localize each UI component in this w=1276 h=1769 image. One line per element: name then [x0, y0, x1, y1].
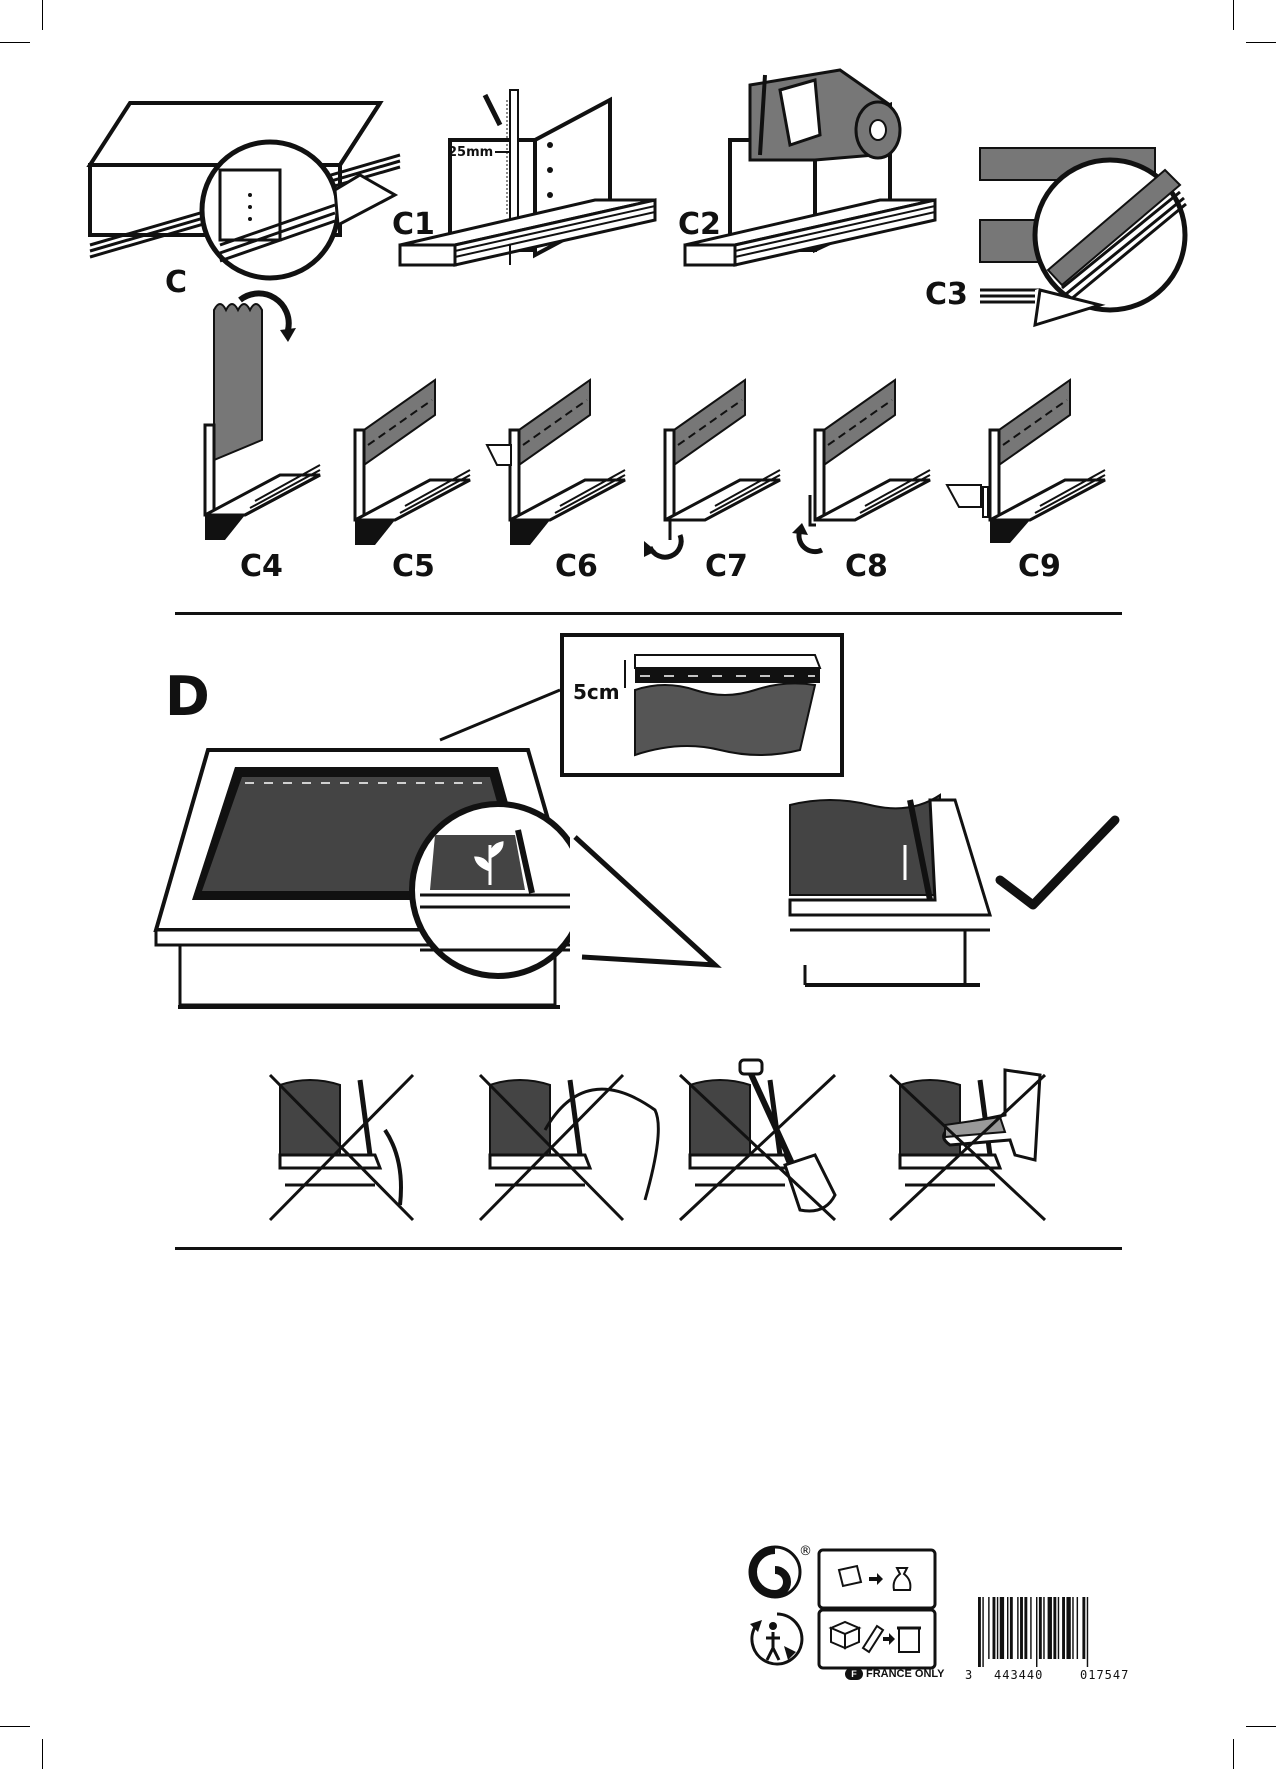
- step-c8-illustration: [790, 375, 940, 575]
- barcode-bar: [1036, 1597, 1037, 1667]
- step-c6-illustration: [485, 375, 635, 565]
- crop-mark: [1246, 42, 1276, 43]
- crop-mark: [1233, 1739, 1234, 1769]
- barcode-bar: [1058, 1597, 1059, 1659]
- barcode-bar: [978, 1597, 981, 1667]
- incorrect-example-overgrowth: [265, 1070, 425, 1225]
- step-label-c4: C4: [240, 552, 283, 582]
- barcode-bar: [1043, 1597, 1044, 1659]
- section-divider: [175, 1247, 1122, 1250]
- barcode-bar: [1048, 1597, 1052, 1659]
- depth-label: 5cm: [573, 682, 620, 702]
- france-only-text: FRANCE ONLY: [866, 1668, 944, 1680]
- barcode-left-digits: 443440: [994, 1668, 1043, 1682]
- registered-mark: ®: [799, 1545, 812, 1558]
- crop-mark: [42, 1739, 43, 1769]
- barcode-bar: [1082, 1597, 1085, 1659]
- barcode-bar: [993, 1597, 996, 1659]
- barcode-bar: [1000, 1597, 1004, 1659]
- barcode-bar: [1024, 1597, 1027, 1659]
- step-label-c2: C2: [678, 210, 721, 240]
- barcode-bar: [1030, 1597, 1031, 1659]
- barcode-bar: [1053, 1597, 1056, 1659]
- crop-mark: [0, 1726, 30, 1727]
- step-label-c8: C8: [845, 552, 888, 582]
- correct-fill-illustration: [785, 790, 1125, 1000]
- barcode-bar: [1087, 1597, 1088, 1667]
- incorrect-example-stepping: [885, 1065, 1060, 1225]
- barcode-bar: [1062, 1597, 1065, 1659]
- step-label-c9: C9: [1018, 552, 1061, 582]
- step-label-c7: C7: [705, 552, 748, 582]
- barcode-right-digits: 017547: [1080, 1668, 1129, 1682]
- green-dot-icon: [748, 1545, 803, 1600]
- crop-mark: [42, 0, 43, 30]
- section-title-d: D: [165, 670, 210, 724]
- france-badge-letter: F: [845, 1668, 863, 1680]
- barcode-bar: [1017, 1597, 1018, 1659]
- triman-icon: [748, 1610, 806, 1668]
- crop-mark: [1246, 1726, 1276, 1727]
- barcode-bar: [1007, 1597, 1008, 1659]
- measurement-label: 25mm: [448, 146, 493, 159]
- section-divider: [175, 612, 1122, 615]
- step-c-illustration: [90, 95, 410, 315]
- step-c5-illustration: [350, 375, 480, 565]
- barcode: [978, 1597, 1158, 1667]
- barcode-bar: [1010, 1597, 1013, 1659]
- barcode-bar: [1039, 1597, 1042, 1659]
- filled-planter-illustration: [150, 745, 730, 1035]
- barcode-bar: [1066, 1597, 1070, 1659]
- sorting-info-box: [817, 1548, 937, 1671]
- step-label-c3: C3: [925, 280, 968, 310]
- step-label-c: C: [165, 268, 187, 298]
- barcode-prefix: 3: [965, 1668, 973, 1682]
- crop-mark: [1233, 0, 1234, 30]
- incorrect-example-shovel: [675, 1055, 850, 1225]
- step-c1-illustration: [395, 85, 665, 285]
- barcode-bar: [988, 1597, 989, 1659]
- barcode-bar: [1020, 1597, 1023, 1659]
- step-label-c1: C1: [392, 210, 435, 240]
- step-c3-illustration: [980, 140, 1200, 340]
- step-c9-illustration: [945, 375, 1115, 565]
- crop-mark: [0, 42, 30, 43]
- step-c2-illustration: [680, 60, 950, 285]
- barcode-bar: [982, 1597, 983, 1667]
- barcode-bar: [997, 1597, 998, 1659]
- step-label-c6: C6: [555, 552, 598, 582]
- step-c7-illustration: [640, 375, 790, 575]
- barcode-bar: [1077, 1597, 1078, 1659]
- step-c4-illustration: [200, 290, 330, 570]
- barcode-bar: [1072, 1597, 1073, 1659]
- step-label-c5: C5: [392, 552, 435, 582]
- incorrect-example-weeds: [475, 1070, 665, 1225]
